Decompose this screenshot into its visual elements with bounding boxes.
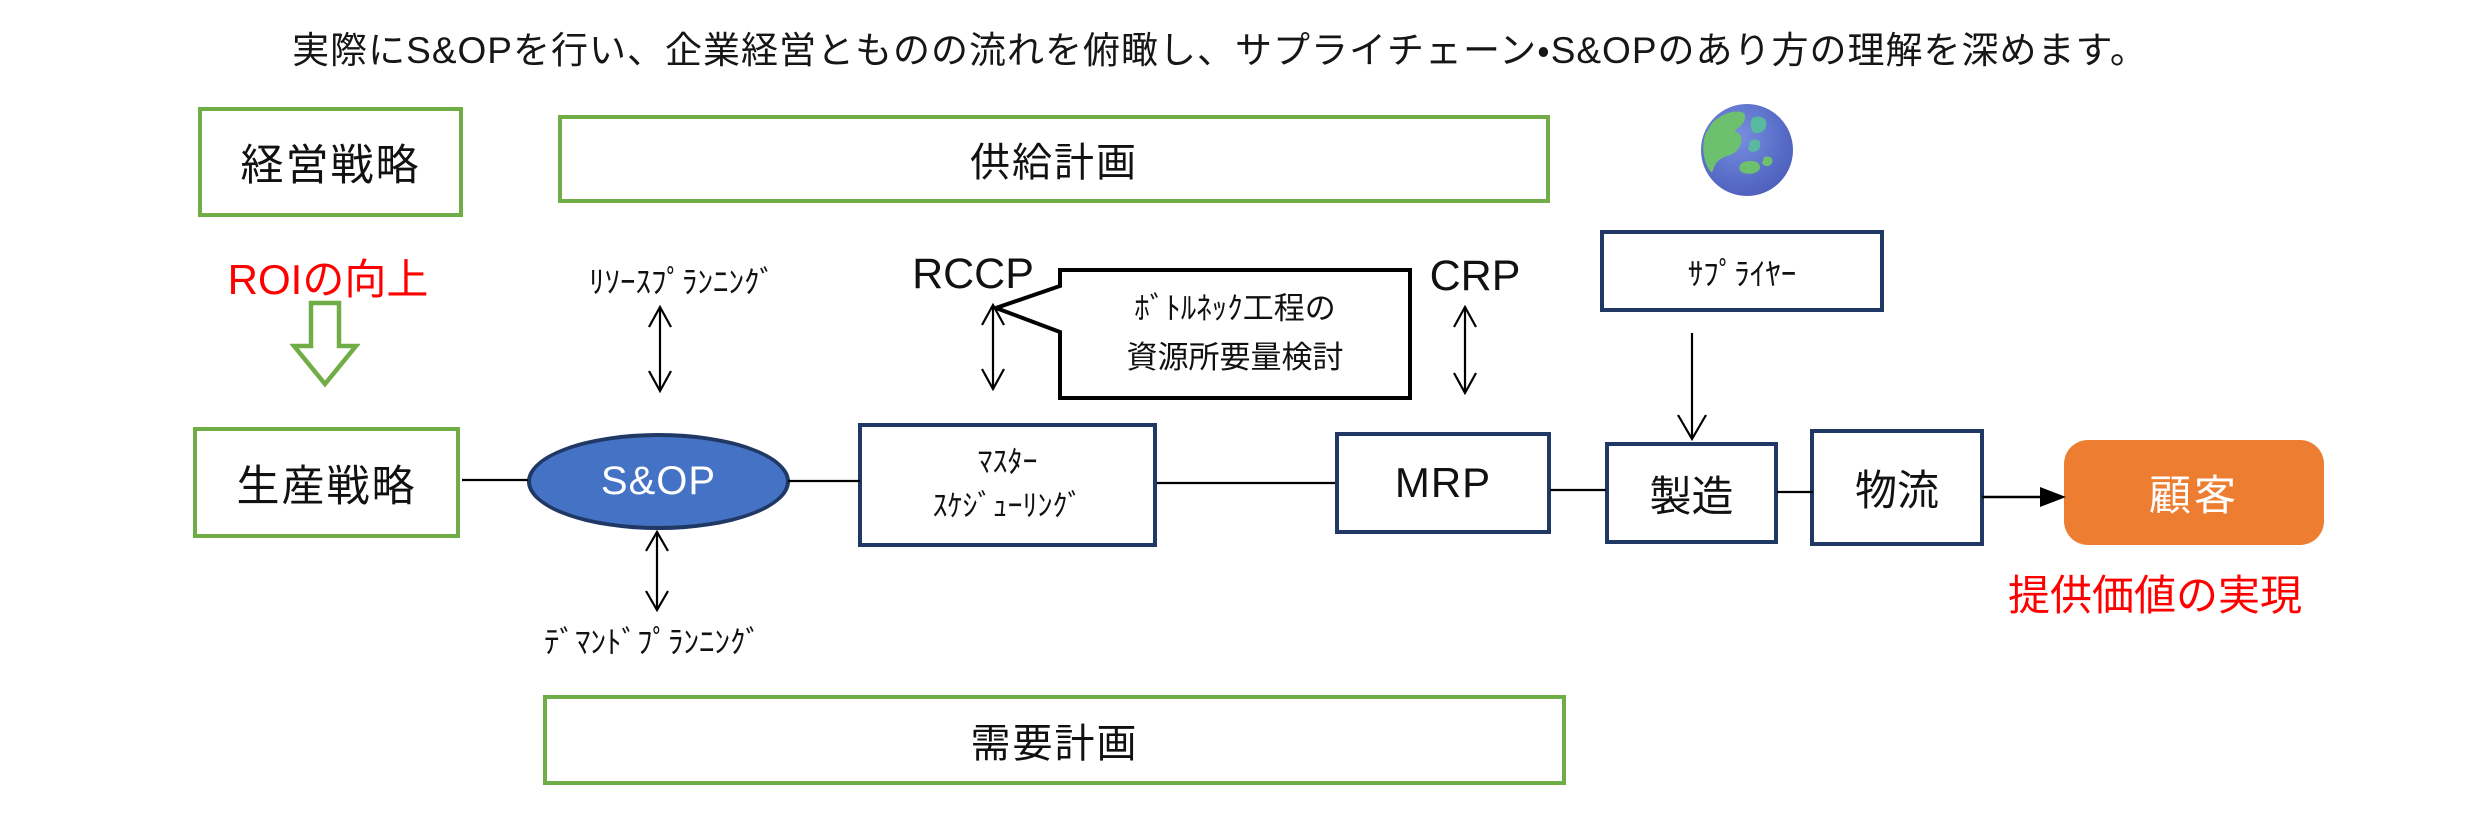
production-strategy-box: 生産戦略 — [193, 427, 460, 538]
double-arrow-resource-icon — [648, 304, 672, 394]
double-arrow-demand-icon — [645, 529, 669, 613]
management-strategy-label: 経営戦略 — [240, 142, 421, 190]
crp-label: CRP — [1429, 252, 1521, 300]
demand-plan-box: 需要計画 — [543, 695, 1566, 785]
connector-seizo-butsuryu — [1777, 490, 1813, 494]
supply-plan-box: 供給計画 — [558, 115, 1550, 203]
bottleneck-callout-line1: ﾎﾞﾄﾙﾈｯｸ工程の — [1134, 291, 1336, 326]
connector-mrp-seizo — [1550, 488, 1606, 492]
connector-master-mrp — [1157, 481, 1335, 485]
supplier-down-arrow-icon — [1677, 333, 1707, 442]
customer-box: 顧客 — [2064, 440, 2324, 545]
globe-icon — [1701, 104, 1793, 196]
master-scheduling-box: ﾏｽﾀｰ ｽｹｼﾞｭｰﾘﾝｸﾞ — [858, 423, 1157, 547]
sop-label: S&OP — [600, 459, 717, 503]
bottleneck-callout-line2: 資源所要量検討 — [1126, 340, 1344, 375]
bottleneck-callout-shape — [990, 268, 1412, 400]
master-scheduling-line2: ｽｹｼﾞｭｰﾘﾝｸﾞ — [932, 490, 1083, 523]
customer-label: 顧客 — [2148, 472, 2239, 519]
double-arrow-crp-icon — [1453, 304, 1477, 396]
double-arrow-rccp-icon — [981, 302, 1005, 392]
demand-plan-label: 需要計画 — [970, 722, 1139, 766]
roi-improvement-label: ROIの向上 — [227, 256, 429, 303]
value-delivery-label: 提供価値の実現 — [2007, 572, 2302, 619]
flow-arrow-to-customer-icon — [1982, 487, 2066, 507]
supplier-box: ｻﾌﾟﾗｲﾔｰ — [1600, 230, 1884, 312]
supply-plan-label: 供給計画 — [970, 141, 1138, 185]
mrp-box: MRP — [1335, 432, 1551, 534]
resource-planning-label: ﾘｿｰｽﾌﾟﾗﾝﾆﾝｸﾞ — [589, 265, 775, 300]
master-scheduling-line1: ﾏｽﾀｰ — [977, 446, 1038, 479]
management-strategy-box: 経営戦略 — [198, 107, 463, 217]
production-strategy-label: 生産戦略 — [236, 462, 417, 511]
bottleneck-callout-text: ﾎﾞﾄﾙﾈｯｸ工程の 資源所要量検討 — [1066, 284, 1404, 382]
logistics-box: 物流 — [1810, 429, 1984, 546]
logistics-label: 物流 — [1854, 467, 1939, 514]
rccp-label: RCCP — [912, 250, 1034, 298]
supplier-label: ｻﾌﾟﾗｲﾔｰ — [1687, 256, 1797, 292]
green-down-arrow-icon — [290, 300, 360, 388]
manufacturing-label: 製造 — [1649, 472, 1734, 520]
demand-planning-label: ﾃﾞﾏﾝﾄﾞﾌﾟﾗﾝﾆﾝｸﾞ — [544, 625, 761, 660]
connector-seisan-sop — [462, 478, 528, 482]
mrp-label: MRP — [1394, 459, 1492, 506]
page-title: 実際にS&OPを行い、企業経営とものの流れを俯瞰し、サプライチェーン・S&OPの… — [292, 30, 2148, 71]
manufacturing-box: 製造 — [1605, 442, 1778, 544]
sop-ellipse: S&OP — [527, 433, 790, 530]
connector-sop-master — [788, 479, 860, 483]
